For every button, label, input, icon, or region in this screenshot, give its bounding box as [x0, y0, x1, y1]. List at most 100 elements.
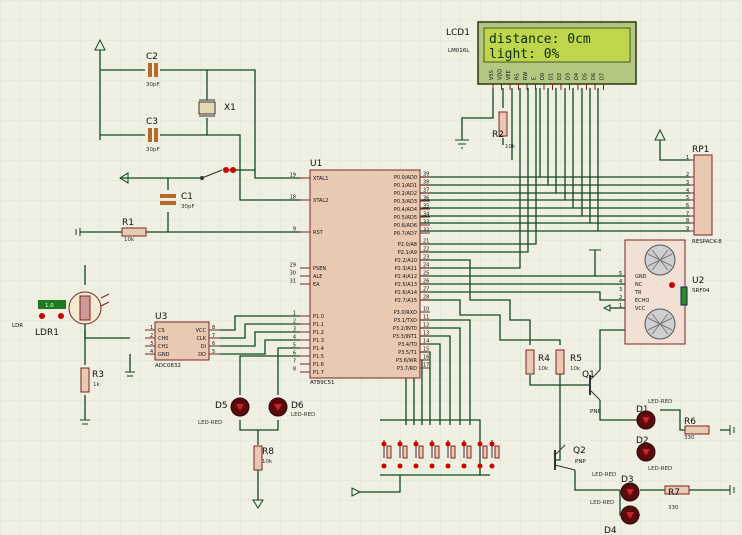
- resistor-value: 1k: [93, 382, 100, 388]
- resistor-r1[interactable]: [121, 227, 147, 237]
- mcu-pin-name: P0.2/AD2: [394, 191, 417, 197]
- respack-pin-number: 4: [686, 188, 689, 194]
- mcu-pin-name: P0.7/AD7: [394, 231, 417, 237]
- mcu-pin-number: 29: [290, 263, 296, 269]
- mcu-pin-name: P2.6/A14: [395, 290, 417, 296]
- push-button[interactable]: [413, 441, 419, 447]
- capacitor-c3[interactable]: [148, 128, 158, 142]
- resistor-r3[interactable]: [80, 367, 90, 393]
- crystal-x1[interactable]: [198, 99, 216, 117]
- respack-part: RESPACK-8: [692, 239, 722, 245]
- respack-pin-number: 5: [686, 195, 689, 201]
- led-ref: D4: [604, 526, 617, 535]
- adc-pin-number: 6: [212, 341, 215, 347]
- push-button-array[interactable]: [381, 440, 500, 469]
- push-button[interactable]: [461, 463, 467, 469]
- respack-pin-number: 7: [686, 211, 689, 217]
- mcu-chip[interactable]: 19XTAL118XTAL29RST29PSEN30ALE31EA1P1.02P…: [290, 169, 430, 379]
- reset-switch[interactable]: [200, 167, 236, 180]
- lcd-pin-label: VDD: [498, 69, 504, 80]
- ldr-sensor[interactable]: [68, 291, 110, 325]
- push-button[interactable]: [489, 441, 495, 447]
- push-button[interactable]: [429, 441, 435, 447]
- mcu-pin-name: EA: [313, 282, 320, 288]
- resistor-r4[interactable]: [525, 349, 535, 375]
- mcu-pin-name: P1.4: [313, 346, 324, 352]
- mcu-pin-number: 39: [423, 172, 429, 178]
- mcu-pin-number: 37: [423, 188, 429, 194]
- mcu-pin-number: 12: [423, 323, 429, 329]
- power-arrow-icon: [119, 172, 129, 184]
- adc-pin-name: GND: [158, 352, 170, 358]
- capacitor-c1[interactable]: [160, 194, 176, 205]
- mcu-pin-name: P0.1/AD1: [394, 183, 417, 189]
- resistor-ref: R2: [492, 130, 504, 140]
- mcu-pin-name: P3.6/WR: [396, 358, 418, 364]
- respack-ref: RP1: [692, 145, 709, 155]
- q1-ref: Q1: [582, 370, 595, 380]
- ldr-probe[interactable]: [38, 300, 66, 309]
- mcu-pin-name: P2.1/A9: [398, 250, 417, 256]
- sensor-pin-number: 1: [619, 303, 622, 309]
- power-arrow-icon: [351, 487, 362, 497]
- push-button[interactable]: [477, 463, 483, 469]
- mcu-pin-name: P1.0: [313, 314, 324, 320]
- transistor-q1[interactable]: [589, 369, 601, 401]
- mcu-pin-number: 14: [423, 339, 429, 345]
- push-button[interactable]: [477, 441, 483, 447]
- resistor-r5[interactable]: [555, 349, 565, 375]
- push-button[interactable]: [461, 441, 467, 447]
- resistor-r2[interactable]: [498, 111, 508, 137]
- resistor-r7[interactable]: [664, 485, 690, 495]
- respack-pin-number: 6: [686, 203, 689, 209]
- c3-ref: C3: [146, 117, 158, 127]
- transistor-q2[interactable]: [554, 444, 576, 471]
- push-button[interactable]: [445, 441, 451, 447]
- mcu-pin-name: P3.2/INT0: [393, 326, 417, 332]
- push-button[interactable]: [397, 441, 403, 447]
- push-button[interactable]: [413, 463, 419, 469]
- ground-icon: [80, 419, 90, 425]
- resistor-ref: R8: [262, 447, 274, 457]
- push-button[interactable]: [445, 463, 451, 469]
- ground-icon: [125, 371, 135, 377]
- mcu-pin-number: 35: [423, 204, 429, 210]
- resistor-r8[interactable]: [253, 445, 263, 471]
- sensor-slider[interactable]: [680, 286, 688, 306]
- lcd-pin-label: RW: [523, 72, 529, 80]
- push-button[interactable]: [397, 463, 403, 469]
- push-button[interactable]: [381, 441, 387, 447]
- mcu-pin-number: 13: [423, 331, 429, 337]
- adc-pin-name: CLK: [196, 336, 206, 342]
- mcu-pin-name: PSEN: [313, 266, 326, 272]
- respack-pin-number: 9: [686, 226, 689, 232]
- mcu-pin-number: 19: [290, 173, 296, 179]
- adc-pin-number: 3: [150, 341, 153, 347]
- lcd-pin-label: D2: [557, 73, 563, 80]
- adc-pin-number: 4: [150, 349, 153, 355]
- resistor-value: 330: [668, 505, 679, 511]
- resistor-ref: R4: [538, 354, 550, 364]
- resistor-ref: R6: [684, 417, 696, 427]
- push-button[interactable]: [381, 463, 387, 469]
- push-button[interactable]: [489, 463, 495, 469]
- push-button[interactable]: [429, 463, 435, 469]
- respack-body: [693, 154, 713, 236]
- lcd-pin-label: RS: [515, 73, 521, 80]
- resistor-r6[interactable]: [684, 425, 710, 435]
- mcu-pin-number: 31: [290, 279, 296, 285]
- mcu-pin-name: P1.5: [313, 354, 324, 360]
- lcd-pin-label: D3: [566, 73, 572, 80]
- capacitor-c2[interactable]: [148, 63, 158, 77]
- adc-pin-name: DO: [198, 352, 206, 358]
- respack-pin-number: 1: [686, 155, 689, 161]
- mcu-pin-name: P2.0/A8: [398, 242, 417, 248]
- lcd-pin-label: VEE: [506, 70, 512, 80]
